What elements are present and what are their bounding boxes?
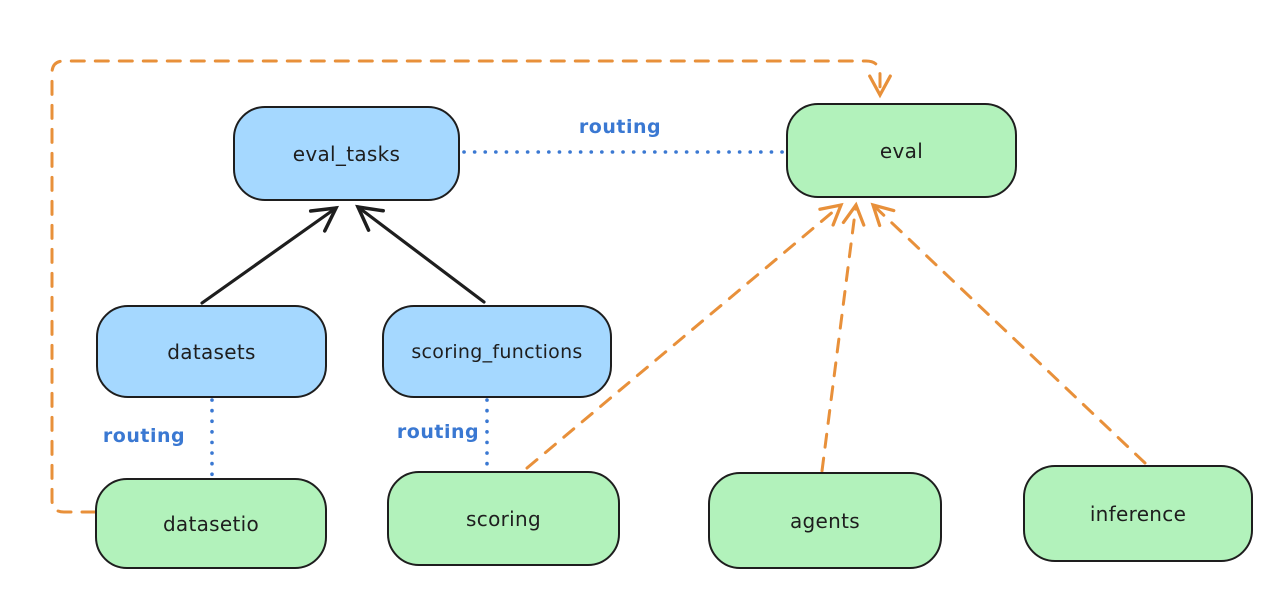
node-agents: agents [708,472,942,569]
edge-label-routing: routing [102,425,186,447]
node-label: scoring_functions [411,340,583,363]
node-eval: eval [786,103,1017,198]
node-label: agents [790,508,860,533]
edge-inference-to-eval [870,202,1147,465]
edge-scoring-functions-to-eval-tasks [355,204,486,304]
node-label: eval [879,138,924,163]
edge-label-routing: routing [396,421,480,443]
node-label: eval_tasks [292,141,401,166]
edge-datasets-to-eval-tasks [200,205,340,305]
node-datasets: datasets [96,305,327,398]
node-label: datasets [167,339,256,364]
node-scoring-functions: scoring_functions [382,305,612,398]
edge-datasetio-to-eval [50,59,892,514]
node-eval-tasks: eval_tasks [233,106,460,201]
node-scoring: scoring [387,471,620,566]
node-label: datasetio [162,511,260,536]
edge-agents-to-eval [820,201,866,473]
node-inference: inference [1023,465,1253,562]
node-label: inference [1089,501,1187,526]
node-label: scoring [466,506,541,531]
edge-scoring-to-eval [525,202,844,470]
node-datasetio: datasetio [95,478,327,569]
edge-label-routing: routing [578,116,662,138]
